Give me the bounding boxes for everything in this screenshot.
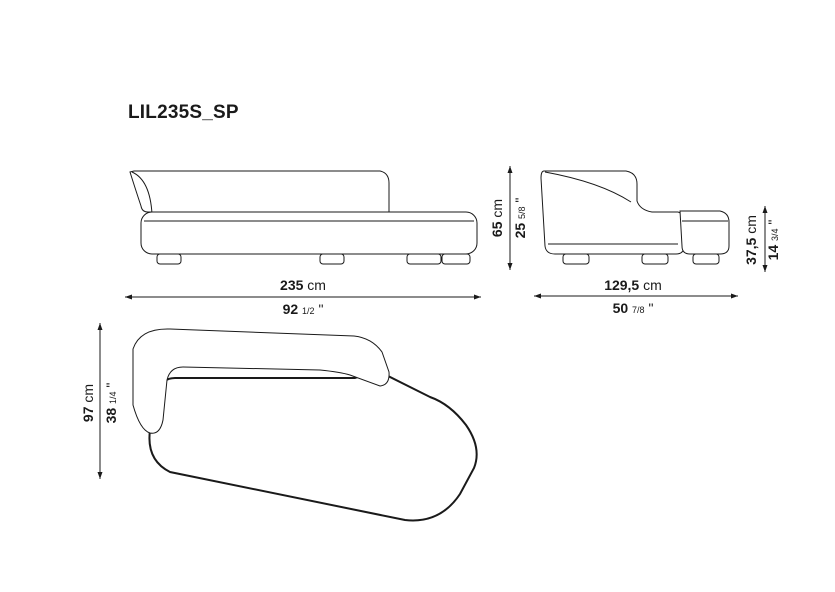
svg-text:38 1/4 ": 38 1/4 " <box>103 383 119 424</box>
front-height-dimension: 65 cm 25 5/8 " <box>489 166 528 270</box>
front-view <box>129 170 478 265</box>
svg-text:14 3/4 ": 14 3/4 " <box>765 220 781 261</box>
front-width-inch-mark: " <box>318 301 323 317</box>
top-depth-in: 38 <box>103 408 119 424</box>
side-body <box>540 170 685 255</box>
front-backrest <box>129 170 390 213</box>
front-width-dimension: 235 cm 92 1/2 " <box>125 277 481 317</box>
front-height-cm: 65 <box>489 221 505 237</box>
side-view <box>540 170 730 265</box>
side-seat-height-in: 14 <box>765 245 781 261</box>
side-depth-cm: 129,5 <box>604 277 639 293</box>
front-height-unit: cm <box>489 199 505 218</box>
front-seat <box>140 211 478 255</box>
svg-text:129,5 cm: 129,5 cm <box>604 277 662 293</box>
side-depth-in-frac: 7/8 <box>632 305 645 315</box>
top-depth-dimension: 97 cm 38 1/4 " <box>80 323 119 479</box>
svg-text:37,5 cm: 37,5 cm <box>743 215 759 265</box>
top-view <box>132 328 478 522</box>
top-depth-unit: cm <box>80 384 96 403</box>
front-arm-curve <box>131 171 153 215</box>
svg-text:92 1/2 ": 92 1/2 " <box>283 301 324 317</box>
front-width-cm: 235 <box>280 277 304 293</box>
front-foot-2 <box>319 253 345 265</box>
side-seat-height-unit: cm <box>743 215 759 234</box>
side-foot-1 <box>562 253 590 265</box>
front-foot-1 <box>156 253 182 265</box>
top-backrest <box>132 328 390 434</box>
svg-text:235 cm: 235 cm <box>280 277 326 293</box>
front-width-in-frac: 1/2 <box>302 306 315 316</box>
svg-text:25 5/8 ": 25 5/8 " <box>512 198 528 239</box>
front-foot-4 <box>441 253 471 265</box>
svg-text:65 cm: 65 cm <box>489 199 505 237</box>
side-back-curve <box>544 171 632 203</box>
top-depth-in-frac: 1/4 <box>108 391 118 404</box>
front-width-unit: cm <box>307 277 326 293</box>
svg-text:50 7/8 ": 50 7/8 " <box>613 300 654 316</box>
side-seat-height-dimension: 37,5 cm 14 3/4 " <box>743 206 781 272</box>
side-depth-in: 50 <box>613 300 629 316</box>
side-depth-dimension: 129,5 cm 50 7/8 " <box>534 277 738 316</box>
side-seat-height-in-frac: 3/4 <box>770 228 780 241</box>
side-seat-height-cm: 37,5 <box>743 237 759 264</box>
top-seat-outline <box>148 373 478 522</box>
side-foot-2 <box>641 253 669 265</box>
side-depth-unit: cm <box>643 277 662 293</box>
side-foot-3 <box>692 253 720 265</box>
side-footstool <box>679 210 730 255</box>
front-height-in: 25 <box>512 223 528 239</box>
svg-text:97 cm: 97 cm <box>80 384 96 422</box>
front-height-in-frac: 5/8 <box>517 206 527 219</box>
model-code-title: LIL235S_SP <box>128 102 239 123</box>
front-foot-3 <box>406 253 442 265</box>
front-width-in: 92 <box>283 301 299 317</box>
top-depth-cm: 97 <box>80 406 96 422</box>
